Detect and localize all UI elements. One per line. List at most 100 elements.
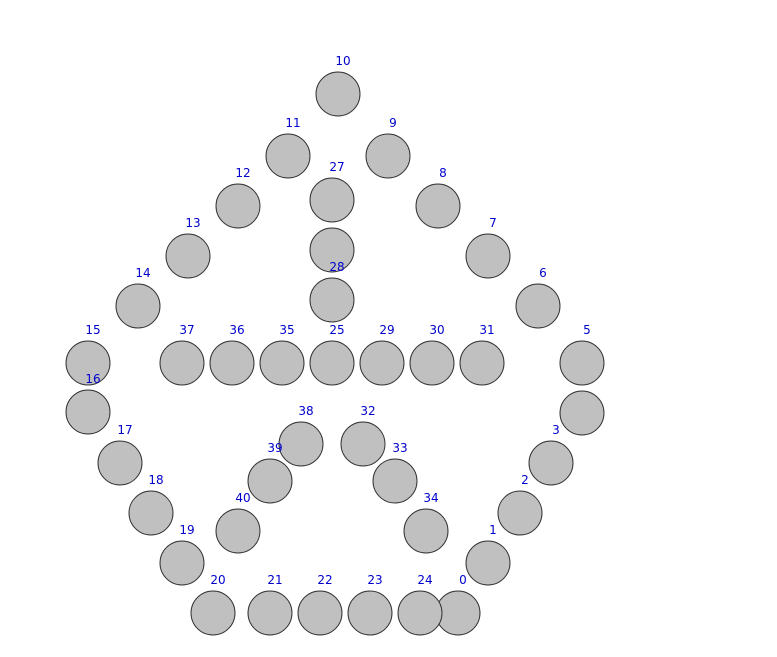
node-label: 19 (179, 523, 194, 537)
node-label: 0 (459, 573, 467, 587)
node-label: 36 (229, 323, 244, 337)
node-label: 16 (85, 372, 100, 386)
node: 40 (215, 491, 261, 554)
node-circle (403, 508, 449, 554)
node: 17 (97, 423, 143, 486)
node-circle (65, 389, 111, 435)
node-label: 39 (267, 441, 282, 455)
node: 0 (435, 573, 481, 636)
node: 15 (65, 323, 111, 386)
node: 39 (247, 441, 293, 504)
node: 12 (215, 166, 261, 229)
node-label: 20 (210, 573, 225, 587)
node (559, 390, 605, 436)
node-label: 32 (360, 404, 375, 418)
node-circle (465, 540, 511, 586)
node-circle (497, 490, 543, 536)
node-circle (309, 227, 355, 273)
node: 13 (165, 216, 211, 279)
node-label: 28 (329, 260, 344, 274)
node: 14 (115, 266, 161, 329)
node: 16 (65, 372, 111, 435)
node: 21 (247, 573, 293, 636)
node: 5 (559, 323, 605, 386)
node-label: 35 (279, 323, 294, 337)
node: 32 (340, 404, 386, 467)
node-label: 38 (298, 404, 313, 418)
node-circle (372, 458, 418, 504)
node-circle (459, 340, 505, 386)
node-circle (309, 277, 355, 323)
node-circle (559, 390, 605, 436)
node-circle (365, 133, 411, 179)
node-label: 25 (329, 323, 344, 337)
node-circle (559, 340, 605, 386)
node-label: 34 (423, 491, 438, 505)
node-label: 10 (335, 54, 350, 68)
node-circle (397, 590, 443, 636)
node-circle (278, 421, 324, 467)
node-circle (97, 440, 143, 486)
node-circle (128, 490, 174, 536)
node-circle (315, 71, 361, 117)
node-circle (309, 340, 355, 386)
node: 11 (265, 116, 311, 179)
node-label: 12 (235, 166, 250, 180)
node: 3 (528, 423, 574, 486)
node-circle (528, 440, 574, 486)
node (309, 227, 355, 273)
node-label: 13 (185, 216, 200, 230)
node-label: 2 (521, 473, 529, 487)
node: 10 (315, 54, 361, 117)
node: 33 (372, 441, 418, 504)
node-label: 37 (179, 323, 194, 337)
node: 20 (190, 573, 236, 636)
node-label: 15 (85, 323, 100, 337)
node-label: 24 (417, 573, 432, 587)
node-label: 5 (583, 323, 591, 337)
node-circle (159, 340, 205, 386)
node-circle (259, 340, 305, 386)
node: 25 (309, 323, 355, 386)
node-label: 6 (539, 266, 547, 280)
node-label: 7 (489, 216, 497, 230)
node-circle (247, 458, 293, 504)
node-circle (359, 340, 405, 386)
node-circle (247, 590, 293, 636)
node-circle (115, 283, 161, 329)
node: 34 (403, 491, 449, 554)
node-label: 27 (329, 160, 344, 174)
node-label: 18 (148, 473, 163, 487)
node: 1 (465, 523, 511, 586)
node-circle (159, 540, 205, 586)
node-label: 30 (429, 323, 444, 337)
node-label: 11 (285, 116, 300, 130)
node-circle (435, 590, 481, 636)
node: 18 (128, 473, 174, 536)
node: 27 (309, 160, 355, 223)
node: 35 (259, 323, 305, 386)
node-circle (265, 133, 311, 179)
node-label: 21 (267, 573, 282, 587)
node-label: 14 (135, 266, 150, 280)
node: 22 (297, 573, 343, 636)
node-label: 40 (235, 491, 250, 505)
node-circle (465, 233, 511, 279)
node: 30 (409, 323, 455, 386)
node-label: 1 (489, 523, 497, 537)
node-label: 9 (389, 116, 397, 130)
node-circle (65, 340, 111, 386)
node: 9 (365, 116, 411, 179)
node: 6 (515, 266, 561, 329)
node-circle (515, 283, 561, 329)
node-label: 23 (367, 573, 382, 587)
node: 36 (209, 323, 255, 386)
node: 37 (159, 323, 205, 386)
node-label: 3 (552, 423, 560, 437)
node-label: 33 (392, 441, 407, 455)
node: 29 (359, 323, 405, 386)
node: 28 (309, 260, 355, 323)
node-circle (409, 340, 455, 386)
